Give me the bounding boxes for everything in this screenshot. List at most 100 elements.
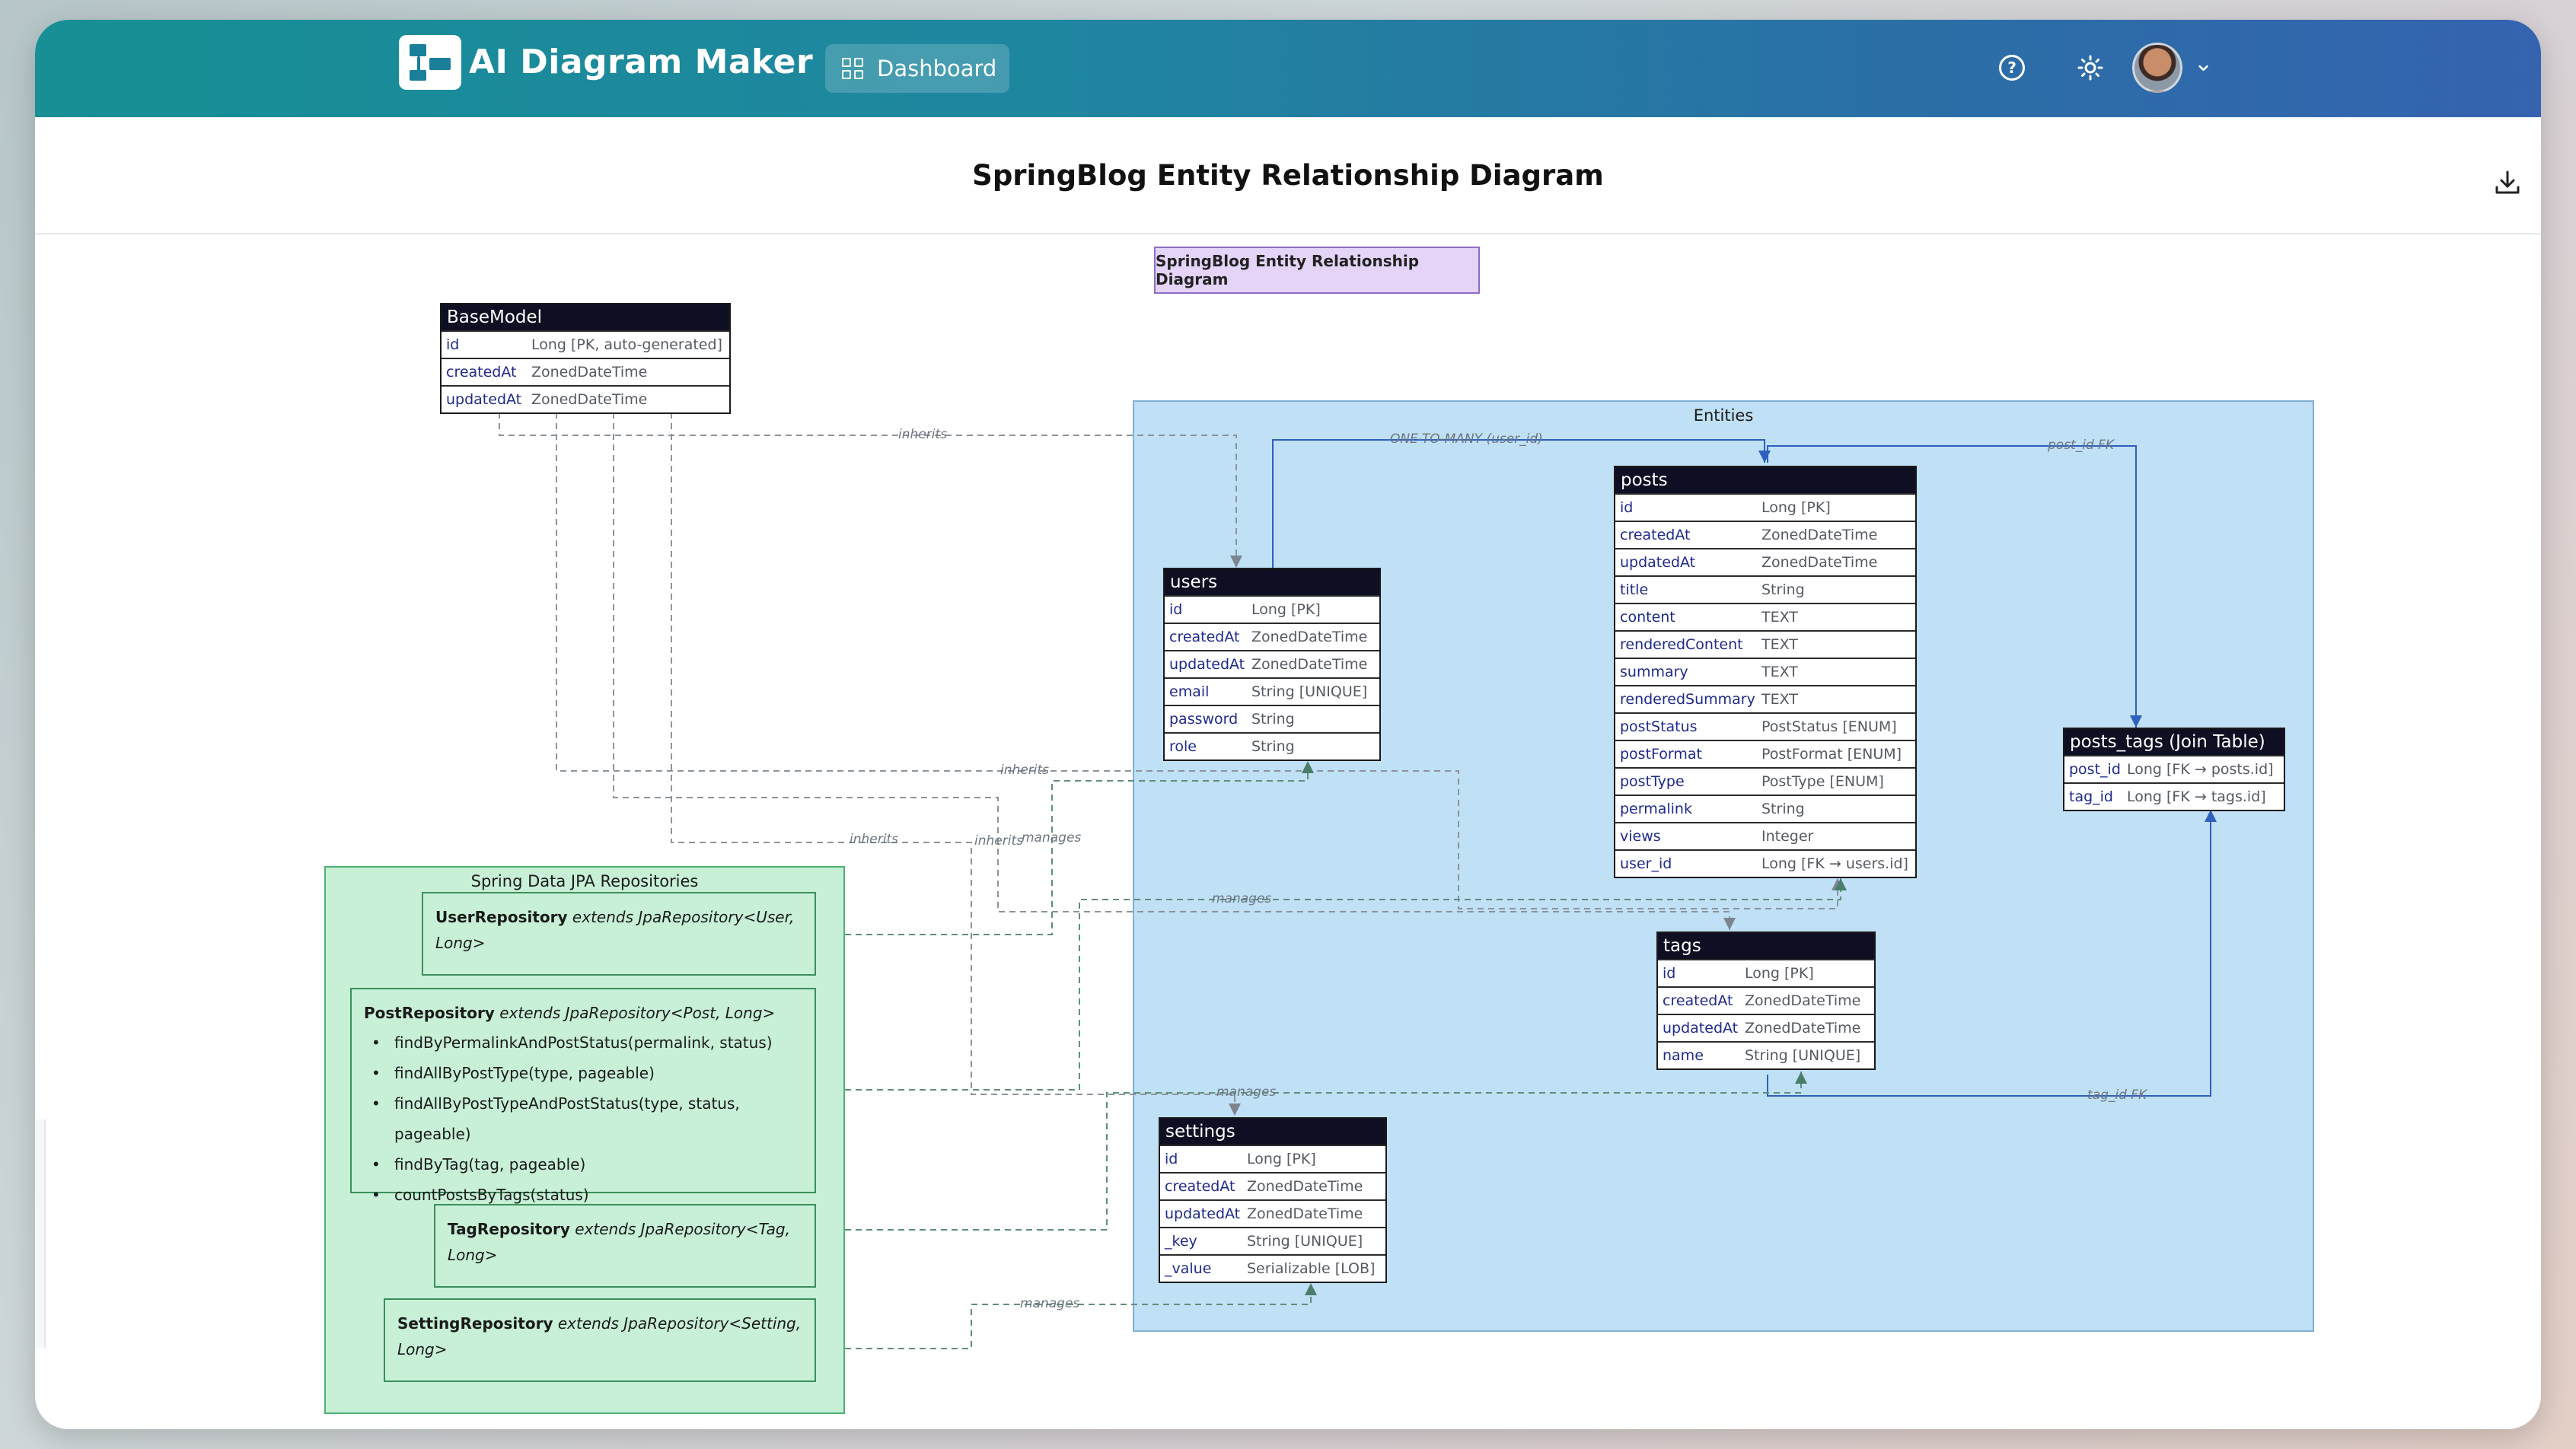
field-name: _key: [1165, 1233, 1197, 1250]
field-name: user_id: [1620, 855, 1672, 872]
table-settings-name: settings: [1160, 1119, 1385, 1145]
app-logo-icon[interactable]: [399, 35, 461, 90]
repository-setting[interactable]: SettingRepository extends JpaRepository<…: [384, 1298, 816, 1382]
diagram-canvas[interactable]: Entities Spring Data JPA Repositories: [234, 236, 2329, 1429]
app-name[interactable]: AI Diagram Maker: [469, 43, 814, 81]
chevron-down-icon[interactable]: ⌄: [2194, 50, 2214, 77]
field-name: updatedAt: [1165, 1205, 1241, 1222]
grid-icon: [842, 58, 863, 79]
table-posts-tags-name: posts_tags (Join Table): [2064, 729, 2284, 755]
edge-post-id-fk: [1767, 445, 2142, 728]
download-icon[interactable]: [2492, 167, 2523, 198]
field-name: name: [1663, 1047, 1704, 1064]
diagram-title-box[interactable]: SpringBlog Entity Relationship Diagram: [1154, 247, 1480, 294]
question-circle-icon[interactable]: ?: [1999, 55, 2025, 81]
field-name: renderedSummary: [1620, 691, 1755, 708]
field-name: createdAt: [1165, 1178, 1235, 1195]
edge-inherits-tags: [613, 412, 1736, 930]
repository-extends-cont: Long>: [435, 934, 486, 952]
title-bar: SpringBlog Entity Relationship Diagram: [35, 117, 2541, 234]
list-item: findByPermalinkAndPostStatus(permalink, …: [364, 1027, 802, 1058]
table-tags-name: tags: [1658, 933, 1874, 959]
field-type: String [UNIQUE]: [1251, 683, 1368, 700]
field-name: createdAt: [1169, 629, 1240, 645]
side-panel-handle[interactable]: [35, 1119, 46, 1348]
edge-label-manages-tag: manages: [1216, 1084, 1276, 1100]
field-type: Long [PK]: [1745, 965, 1814, 982]
field-name: id: [1165, 1151, 1178, 1167]
field-name: postType: [1620, 773, 1685, 790]
field-name: postStatus: [1620, 718, 1698, 735]
app-window: AI Diagram Maker Dashboard ? ⌄ SpringBlo…: [35, 20, 2541, 1429]
repository-methods: findByPermalinkAndPostStatus(permalink, …: [364, 1027, 802, 1210]
top-navigation-bar: AI Diagram Maker Dashboard ? ⌄: [35, 20, 2541, 117]
page-title: SpringBlog Entity Relationship Diagram: [972, 159, 1604, 192]
edge-manages-user: [845, 761, 1314, 935]
field-name: content: [1620, 609, 1675, 626]
table-posts-name: posts: [1615, 467, 1915, 493]
repository-extends: extends JpaRepository<User,: [572, 908, 795, 926]
field-type: TEXT: [1761, 636, 1798, 653]
edge-manages-tag: [845, 1072, 1807, 1231]
list-item: findAllByPostTypeAndPostStatus(type, sta…: [364, 1088, 802, 1149]
dashboard-button[interactable]: Dashboard: [825, 44, 1009, 93]
field-type: String: [1251, 738, 1295, 755]
edge-inherits-settings: [671, 412, 1241, 1116]
sun-icon[interactable]: [2077, 55, 2103, 81]
field-name: id: [446, 336, 460, 353]
repository-tag[interactable]: TagRepository extends JpaRepository<Tag,…: [434, 1204, 816, 1288]
field-type: ZonedDateTime: [1761, 554, 1878, 571]
field-type: Serializable [LOB]: [1247, 1260, 1376, 1277]
field-type: ZonedDateTime: [1745, 1020, 1861, 1037]
user-avatar[interactable]: [2132, 43, 2182, 93]
field-type: Long [PK]: [1251, 601, 1321, 618]
repository-user[interactable]: UserRepository extends JpaRepository<Use…: [422, 892, 816, 976]
repository-post[interactable]: PostRepository extends JpaRepository<Pos…: [350, 988, 816, 1210]
entities-group-title: Entities: [1693, 406, 1754, 425]
edge-tag-id-fk: [1767, 810, 2217, 1097]
repository-extends-cont: Long>: [397, 1340, 448, 1358]
field-type: Long [PK]: [1761, 499, 1831, 516]
field-name: permalink: [1620, 801, 1692, 817]
